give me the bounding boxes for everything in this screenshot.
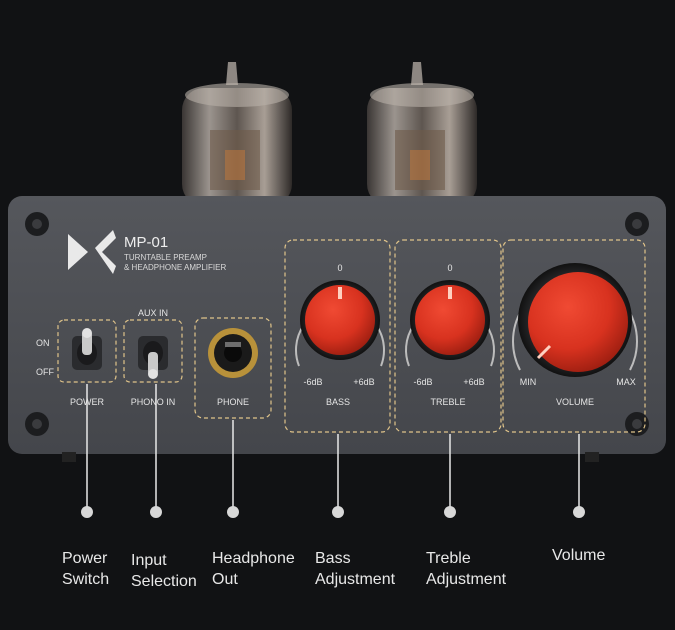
subtitle-line-1: TURNTABLE PREAMP <box>124 253 207 262</box>
treble-max-label: +6dB <box>463 377 484 387</box>
callout-headphone-out: Headphone Out <box>212 548 295 590</box>
callout-line: Headphone <box>212 550 295 567</box>
callout-line: Switch <box>62 571 110 588</box>
screw-icon <box>625 412 649 436</box>
phono-in-label: PHONO IN <box>131 397 176 407</box>
bass-zero-label: 0 <box>337 263 342 273</box>
headphone-jack-icon[interactable] <box>208 328 258 378</box>
power-callout-dot <box>81 506 93 518</box>
screw-icon <box>625 212 649 236</box>
subtitle-line-2: & HEADPHONE AMPLIFIER <box>124 263 226 272</box>
callout-line: Power <box>62 550 108 567</box>
callout-line: Adjustment <box>315 571 396 588</box>
aux-in-label: AUX IN <box>138 308 168 318</box>
treble-zero-label: 0 <box>447 263 452 273</box>
model-name: MP-01 <box>124 234 168 251</box>
callout-line: Adjustment <box>426 571 507 588</box>
power-switch-outline <box>57 319 117 383</box>
bass-outline <box>284 239 391 433</box>
bass-max-label: +6dB <box>353 377 374 387</box>
callout-input-selection: Input Selection <box>131 550 197 592</box>
callout-line: Out <box>212 571 238 588</box>
callout-line: Treble <box>426 550 471 567</box>
input-switch-outline <box>123 319 183 383</box>
power-toggle-switch[interactable] <box>72 328 102 370</box>
callout-volume: Volume <box>552 545 605 566</box>
bass-knob[interactable] <box>295 280 385 367</box>
treble-label: TREBLE <box>430 397 465 407</box>
volume-outline <box>502 239 646 433</box>
brand-logo-icon <box>68 230 116 274</box>
treble-min-label: -6dB <box>413 377 432 387</box>
bass-min-label: -6dB <box>303 377 322 387</box>
callout-power-switch: Power Switch <box>62 548 109 590</box>
callout-line: Input <box>131 552 167 569</box>
callout-bass-adjustment: Bass Adjustment <box>315 548 395 590</box>
phone-callout-dot <box>227 506 239 518</box>
volume-label: VOLUME <box>556 397 594 407</box>
callout-treble-adjustment: Treble Adjustment <box>426 548 506 590</box>
callout-line: Selection <box>131 573 197 590</box>
volume-knob[interactable] <box>512 263 638 377</box>
volume-max-label: MAX <box>616 377 636 387</box>
treble-callout-dot <box>444 506 456 518</box>
on-label: ON <box>36 338 50 348</box>
bass-callout-dot <box>332 506 344 518</box>
bass-label: BASS <box>326 397 350 407</box>
treble-outline <box>394 239 502 433</box>
vacuum-tube-left <box>182 62 292 206</box>
callout-line: Volume <box>552 547 606 564</box>
vacuum-tube-right <box>367 62 477 206</box>
volume-min-label: MIN <box>520 377 537 387</box>
off-label: OFF <box>36 367 54 377</box>
phone-label: PHONE <box>217 397 249 407</box>
screw-icon <box>25 412 49 436</box>
input-toggle-switch[interactable] <box>138 336 168 379</box>
treble-knob[interactable] <box>405 280 495 367</box>
volume-callout-dot <box>573 506 585 518</box>
callout-line: Bass <box>315 550 351 567</box>
screw-icon <box>25 212 49 236</box>
phone-jack-outline <box>194 317 272 419</box>
input-callout-dot <box>150 506 162 518</box>
